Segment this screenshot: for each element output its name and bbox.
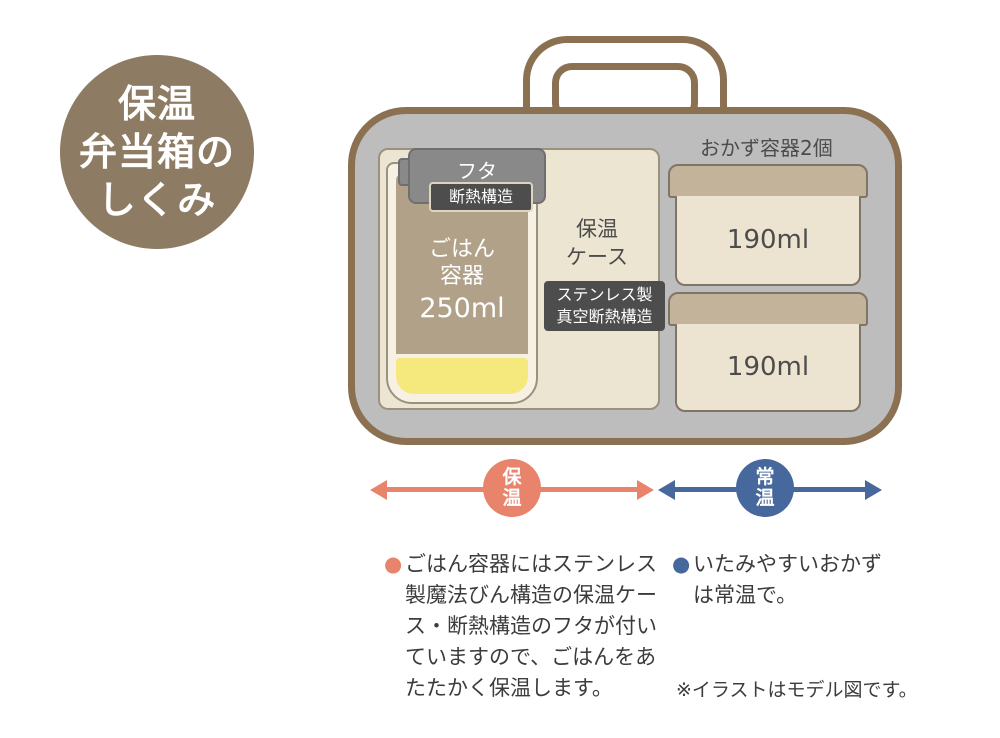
room-arrow-right-head — [865, 480, 882, 500]
room-label-circle: 常 温 — [736, 459, 794, 517]
warm-arrow-right-head — [637, 480, 654, 500]
rice-container-base — [396, 358, 528, 394]
lid-insulation-badge: 断熱構造 — [429, 182, 533, 212]
room-note-bullet: ● — [672, 552, 691, 576]
side-container-2-volume: 190ml — [726, 352, 810, 382]
rice-container-label: ごはん 容器 — [428, 237, 495, 289]
side-container-2-body: 190ml — [675, 324, 861, 412]
side-container-1-body: 190ml — [675, 196, 861, 286]
warm-note-text: ごはん容器にはステンレス 製魔法びん構造の保温ケー ス・断熱構造のフタが付い て… — [405, 552, 657, 700]
thermal-case-label: 保温 ケース — [566, 217, 628, 269]
rice-container-volume: 250ml — [419, 293, 505, 324]
side-container-1-volume: 190ml — [726, 225, 810, 255]
warm-note-bullet: ● — [384, 552, 403, 576]
side-container-2-lid — [668, 292, 868, 326]
room-arrow-left-head — [658, 480, 675, 500]
side-containers-label: おかず容器2個 — [700, 136, 833, 160]
lunchbox-handle — [523, 36, 727, 123]
warm-label-circle: 保 温 — [483, 459, 541, 517]
side-container-1-lid — [668, 164, 868, 198]
lid-label: フタ — [457, 159, 497, 183]
thermal-case-badge: ステンレス製 真空断熱構造 — [544, 281, 665, 331]
title-badge: 保温 弁当箱の しくみ — [60, 55, 254, 249]
disclaimer-note: ※イラストはモデル図です。 — [676, 679, 918, 701]
room-note-text: いたみやすいおかず は常温で。 — [693, 552, 882, 607]
page-title: 保温 弁当箱の しくみ — [78, 82, 235, 222]
warm-arrow-left-head — [370, 480, 387, 500]
